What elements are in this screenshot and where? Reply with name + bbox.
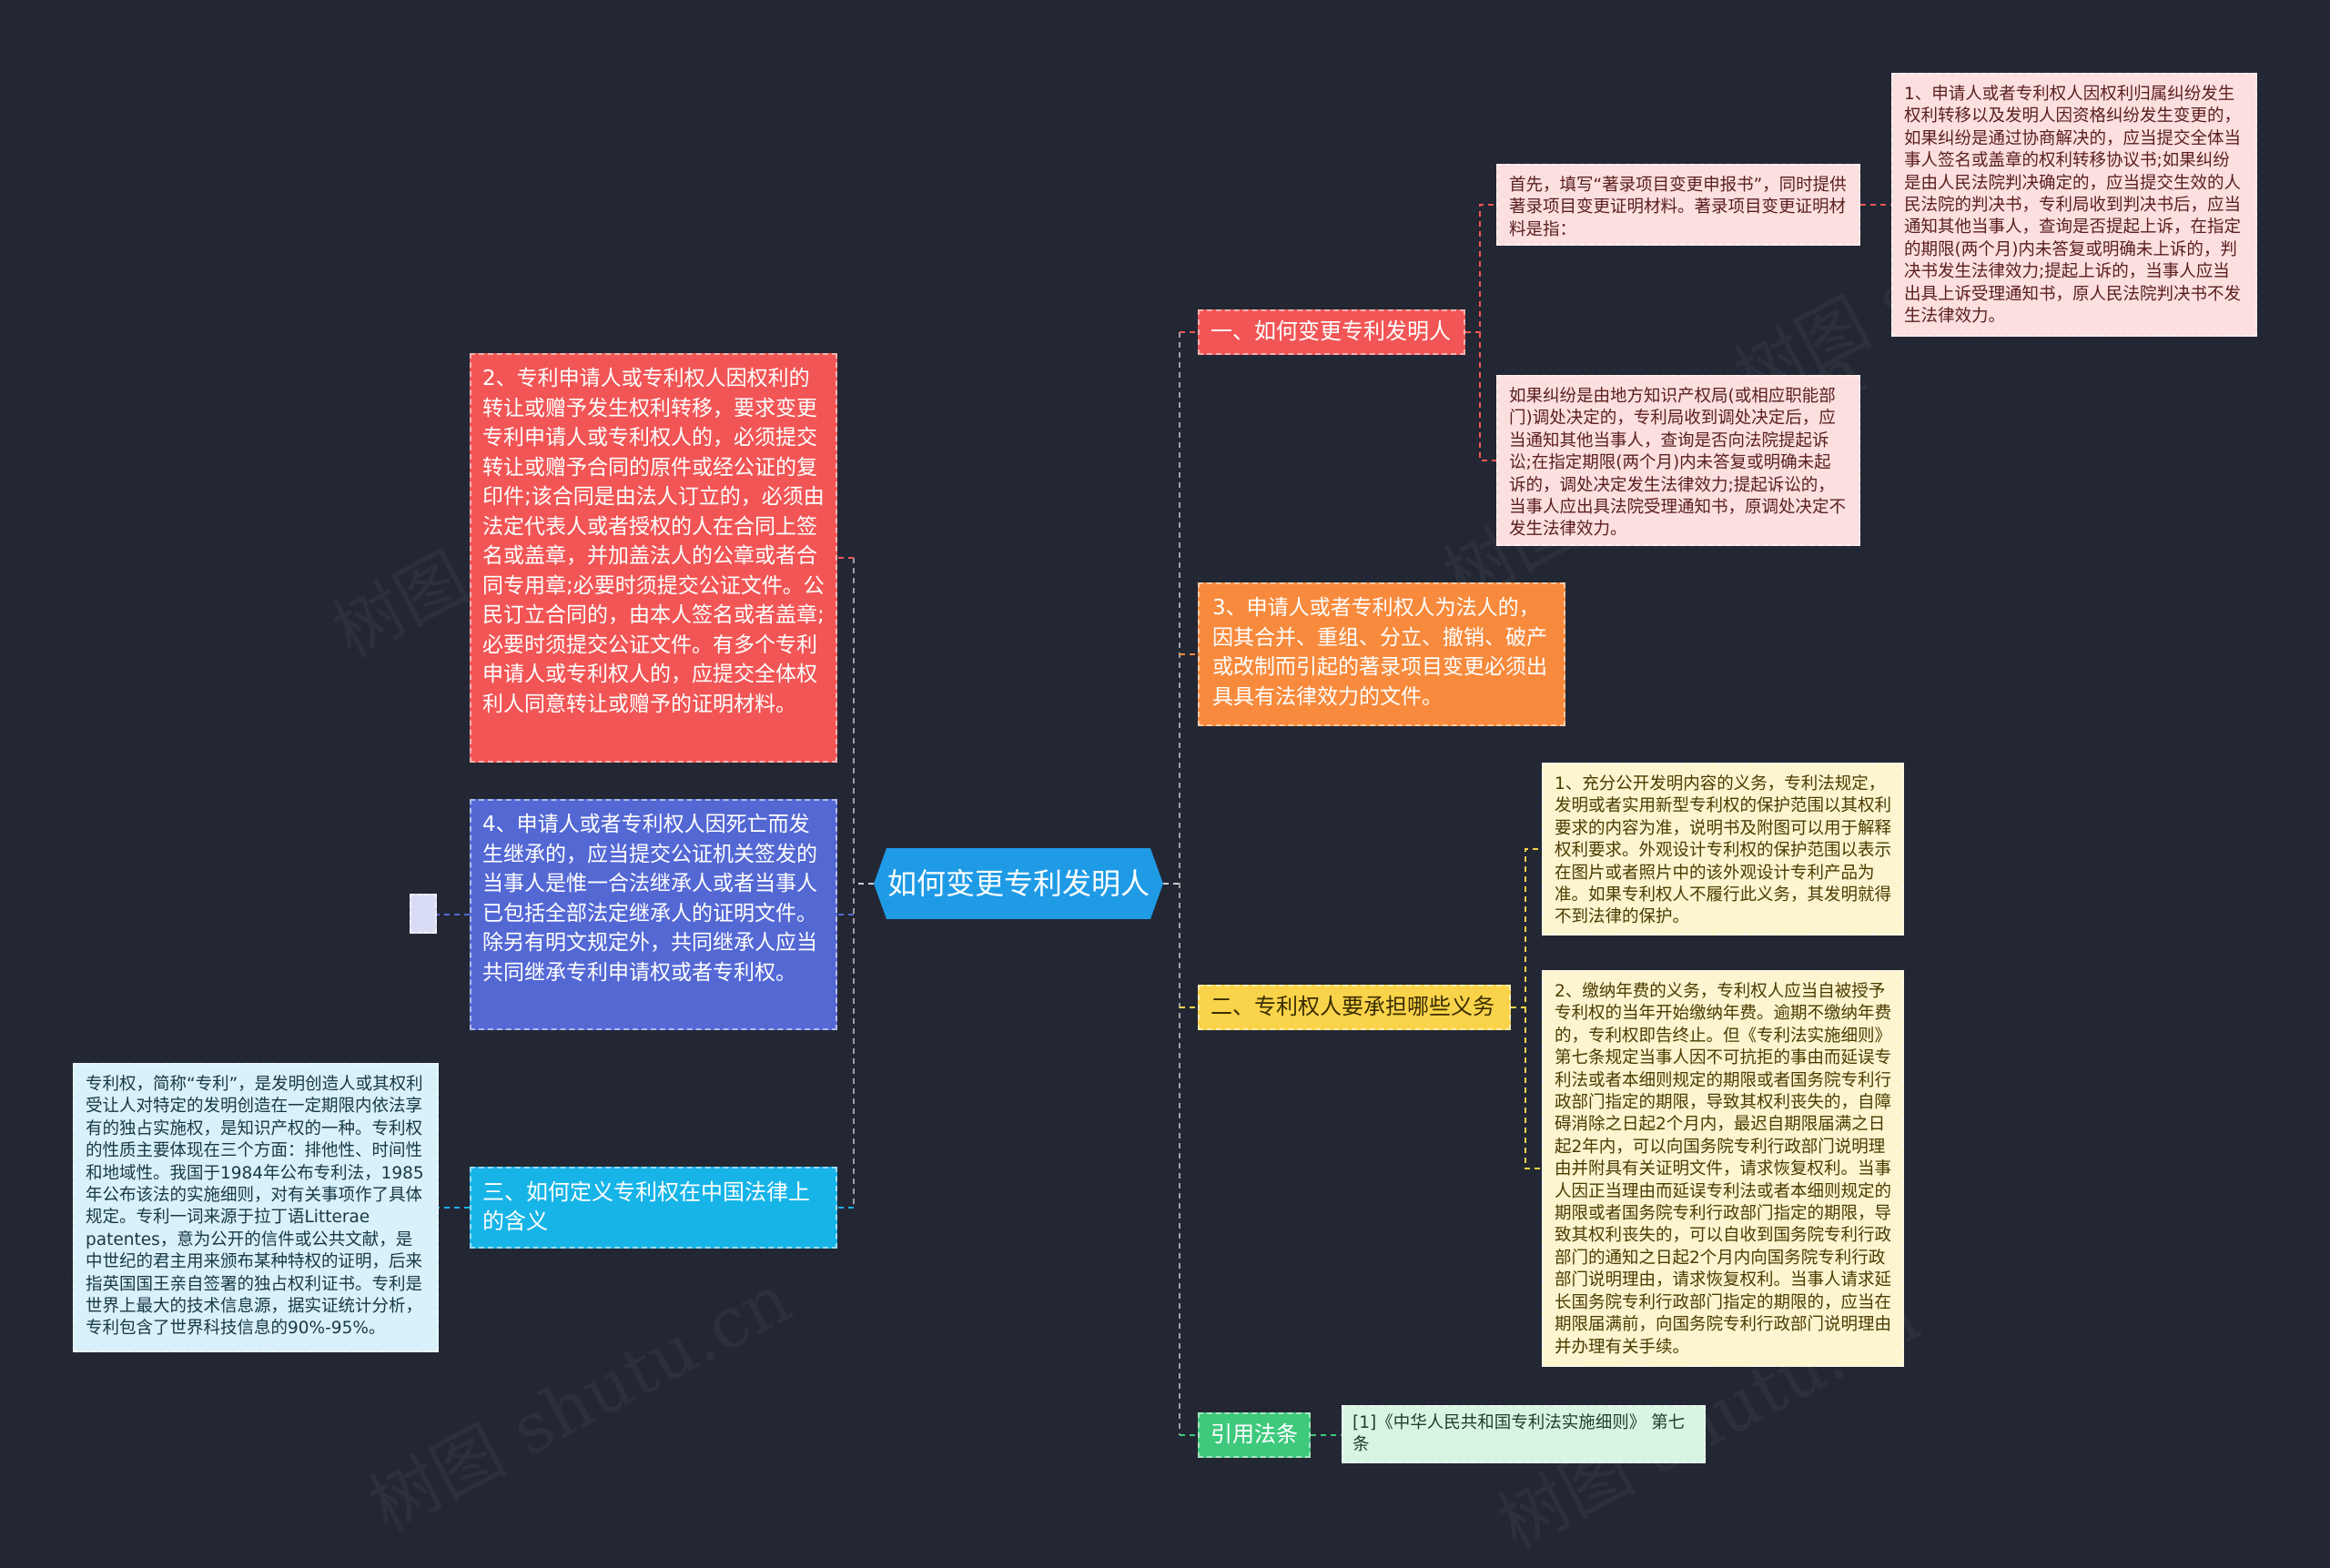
branch-cited-laws[interactable]: 引用法条 [1198,1412,1311,1458]
branch-patent-definition[interactable]: 三、如何定义专利权在中国法律上的含义 [470,1167,837,1249]
disclosure-obligation-node[interactable]: 1、充分公开发明内容的义务，专利法规定，发明或者实用新型专利权的保护范围以其权利… [1542,763,1904,936]
patent-definition-detail[interactable]: 专利权，简称“专利”，是发明创造人或其权利受让人对特定的发明创造在一定期限内依法… [73,1063,439,1352]
inheritance-empty-child[interactable] [410,894,437,934]
connector-b2-c2 [1525,1007,1542,1169]
central-topic[interactable]: 如何变更专利发明人 [874,848,1163,919]
annual-fee-obligation-node[interactable]: 2、缴纳年费的义务，专利权人应当自被授予专利权的当年开始缴纳年费。逾期不缴纳年费… [1542,970,1904,1367]
branch-transfer-or-gift[interactable]: 2、专利申请人或专利权人因权利的转让或赠予发生权利转移，要求变更专利申请人或专利… [470,353,837,763]
dispute-settlement-node[interactable]: 1、申请人或者专利权人因权利归属纠纷发生权利转移以及发明人因资格纠纷发生变更的，… [1891,73,2257,337]
branch-change-inventor[interactable]: 一、如何变更专利发明人 [1198,309,1465,355]
connector-b1-c1 [1465,204,1496,333]
cited-law-item[interactable]: [1]《中华人民共和国专利法实施细则》 第七条 [1342,1405,1706,1463]
change-application-node[interactable]: 首先，填写“著录项目变更申报书”，同时提供著录项目变更证明材料。著录项目变更证明… [1496,164,1860,246]
branch-legal-entity-change[interactable]: 3、申请人或者专利权人为法人的，因其合并、重组、分立、撤销、破产或改制而引起的著… [1198,582,1565,726]
branch-patentee-obligations[interactable]: 二、专利权人要承担哪些义务 [1198,985,1511,1030]
local-office-dispute-node[interactable]: 如果纠纷是由地方知识产权局(或相应职能部门)调处决定的，专利局收到调处决定后，应… [1496,375,1860,546]
connector-b2-c1 [1511,848,1542,1008]
branch-inheritance[interactable]: 4、申请人或者专利权人因死亡而发生继承的，应当提交公证机关签发的当事人是惟一合法… [470,799,837,1030]
connector-b1-c2 [1479,332,1496,461]
